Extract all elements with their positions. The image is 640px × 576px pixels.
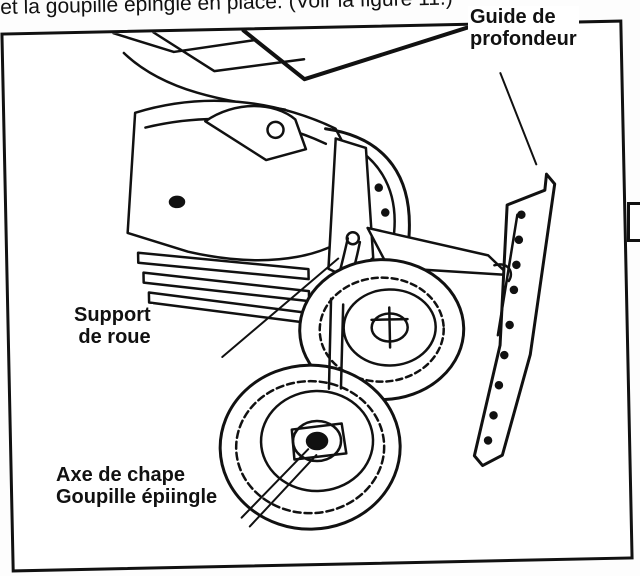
hairpin-label: Goupille épiingle	[56, 486, 218, 508]
pin-labels: Axe de chape Goupille épiingle	[54, 464, 220, 508]
wheel-support-label: Support de roue	[72, 304, 153, 348]
tiller-wheel-drawing	[112, 23, 557, 531]
figure-frame	[0, 19, 634, 573]
wheel-support-label-line2: de roue	[78, 326, 151, 348]
wheel-fork	[327, 297, 345, 391]
wheel-support-label-line1: Support	[74, 304, 151, 326]
callout-leaders	[221, 72, 538, 528]
front-wheel	[218, 363, 402, 531]
axle-pin-label: Axe de chape	[56, 464, 185, 486]
depth-guide-label: Guide de profondeur	[468, 6, 579, 50]
depth-guide-label-line1: Guide de	[470, 6, 556, 28]
vent-slats	[136, 251, 311, 325]
depth-guide-bar	[472, 172, 557, 468]
upper-frame-lines	[112, 23, 476, 111]
engine-cowling	[126, 99, 369, 262]
page-edge-mark	[627, 202, 640, 242]
depth-guide-label-line2: profondeur	[470, 28, 577, 50]
